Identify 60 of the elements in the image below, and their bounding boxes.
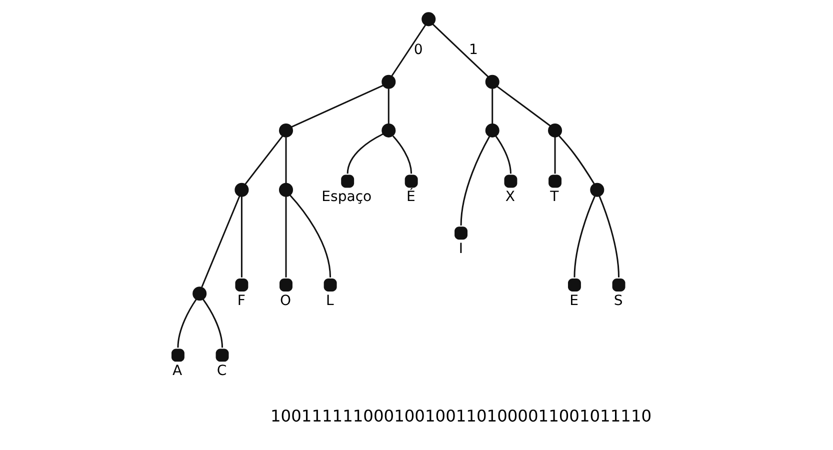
connector: [432, 24, 488, 78]
node-circle: [404, 174, 418, 188]
node-label: T: [550, 189, 558, 206]
node-label: L: [325, 292, 334, 309]
node-circle: [340, 174, 354, 188]
node-label: Espaço: [321, 189, 372, 206]
connector: [200, 196, 240, 288]
connector: [284, 137, 286, 184]
node-circle: [484, 74, 499, 89]
connector: [558, 135, 594, 184]
node-circle: [279, 278, 292, 292]
node-label: E: [569, 292, 578, 309]
connector: [494, 136, 511, 174]
node-circle: [548, 174, 561, 188]
connector: [390, 24, 426, 76]
node-label: C: [216, 363, 226, 380]
connector: [496, 86, 550, 126]
connector: [240, 196, 242, 278]
node-label: É: [406, 189, 415, 206]
connector: [554, 137, 556, 174]
node-label: S: [613, 292, 622, 309]
node-label: A: [172, 363, 182, 380]
node-circle: [504, 174, 517, 188]
node-circle: [278, 123, 293, 138]
edge-label: 0: [413, 42, 422, 58]
connector: [387, 88, 389, 124]
connector: [289, 194, 331, 278]
node-circle: [381, 123, 396, 138]
node-label: F: [236, 292, 245, 309]
node-circle: [381, 74, 396, 89]
edge-label: 1: [468, 42, 478, 58]
node-label: O: [280, 292, 291, 309]
node-circle: [590, 182, 604, 197]
node-circle: [454, 226, 467, 240]
node-circle: [234, 278, 248, 292]
connector: [176, 298, 196, 348]
label: 1001111110001001001101000011001011110: [270, 406, 652, 426]
node-circle: [548, 123, 562, 138]
connector: [460, 136, 490, 226]
connector: [491, 88, 493, 124]
connector: [284, 196, 286, 278]
node-circle: [215, 348, 228, 362]
connector: [202, 298, 223, 348]
node-circle: [170, 348, 184, 362]
connector: [290, 84, 383, 128]
connector: [392, 136, 412, 174]
node-circle: [484, 123, 499, 138]
connector: [573, 196, 595, 278]
connector: [598, 196, 620, 278]
connector: [346, 133, 383, 174]
connector: [244, 136, 283, 185]
node-circle: [323, 278, 336, 292]
node-circle: [612, 278, 625, 292]
node-label: I: [458, 240, 463, 257]
node-label: X: [504, 189, 514, 206]
node-circle: [421, 12, 436, 26]
node-circle: [567, 278, 580, 292]
node-circle: [192, 286, 206, 301]
node-circle: [234, 182, 248, 197]
node-circle: [278, 182, 293, 197]
